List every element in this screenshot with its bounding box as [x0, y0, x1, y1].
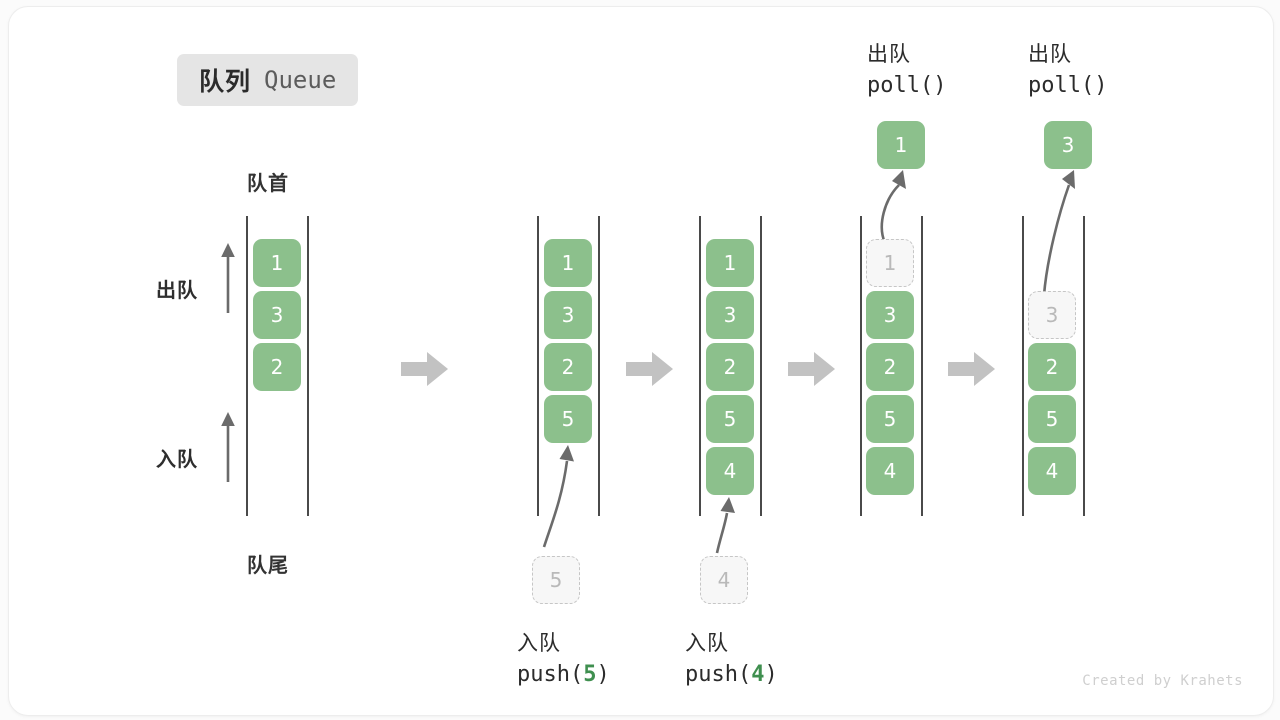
- title-english: Queue: [264, 66, 337, 94]
- ghost-cell: 1: [866, 239, 914, 287]
- title-chinese: 队列: [199, 68, 252, 96]
- push-motion-arrow-4: [715, 497, 735, 554]
- queue-rail-left-1: [246, 216, 248, 516]
- op-label-code: push(4): [685, 662, 778, 687]
- op-label-code: push(5): [517, 662, 610, 687]
- flow-arrow-icon: [401, 352, 448, 386]
- queue-cell: 2: [866, 343, 914, 391]
- diagram-card: 队列 Queue 队首 队尾 出队 入队 1 3 2 1 3 2 5 5 入队 …: [8, 6, 1274, 716]
- op-code-prefix: poll(: [867, 73, 934, 98]
- queue-rail-right-1: [307, 216, 309, 516]
- popped-cell: 1: [877, 121, 925, 169]
- queue-cell: 5: [866, 395, 914, 443]
- op-code-suffix: ): [764, 662, 778, 687]
- queue-cell-new: 4: [706, 447, 754, 495]
- flow-arrow-icon: [948, 352, 995, 386]
- queue-cell: 5: [1028, 395, 1076, 443]
- queue-cell: 1: [544, 239, 592, 287]
- queue-rail-right-3: [760, 216, 762, 516]
- queue-cell: 4: [1028, 447, 1076, 495]
- op-code-prefix: push(: [517, 662, 584, 687]
- op-code-number: 5: [583, 662, 597, 687]
- op-label-cn: 入队: [685, 632, 729, 655]
- enqueue-direction-arrow: [221, 412, 235, 482]
- ghost-cell: 3: [1028, 291, 1076, 339]
- queue-cell: 4: [866, 447, 914, 495]
- queue-rail-right-5: [1083, 216, 1085, 516]
- queue-rail-left-2: [537, 216, 539, 516]
- queue-rail-right-2: [598, 216, 600, 516]
- op-label-cn: 入队: [517, 632, 561, 655]
- queue-cell: 2: [253, 343, 301, 391]
- queue-cell: 3: [706, 291, 754, 339]
- rear-label: 队尾: [247, 555, 289, 577]
- queue-rail-left-5: [1022, 216, 1024, 516]
- queue-cell: 3: [253, 291, 301, 339]
- poll-motion-arrow-1: [880, 170, 906, 244]
- title-badge: 队列 Queue: [177, 54, 359, 106]
- op-code-prefix: poll(: [1028, 73, 1095, 98]
- op-code-prefix: push(: [685, 662, 752, 687]
- queue-cell: 3: [866, 291, 914, 339]
- ghost-cell: 5: [532, 556, 580, 604]
- queue-cell: 3: [544, 291, 592, 339]
- ghost-cell: 4: [700, 556, 748, 604]
- queue-rail-right-4: [921, 216, 923, 516]
- op-label-code: poll(): [1028, 73, 1107, 98]
- front-label: 队首: [247, 173, 289, 195]
- queue-rail-left-3: [699, 216, 701, 516]
- op-code-suffix: ): [1094, 73, 1108, 98]
- push-motion-arrow-5: [542, 445, 574, 548]
- queue-cell: 2: [544, 343, 592, 391]
- op-label-code: poll(): [867, 73, 946, 98]
- op-label-cn: 出队: [867, 43, 911, 66]
- enqueue-side-label: 入队: [156, 449, 198, 471]
- queue-cell-new: 5: [544, 395, 592, 443]
- queue-cell: 1: [706, 239, 754, 287]
- dequeue-direction-arrow: [221, 243, 235, 313]
- credit-label: Created by Krahets: [1082, 673, 1243, 689]
- dequeue-side-label: 出队: [156, 280, 198, 302]
- popped-cell: 3: [1044, 121, 1092, 169]
- flow-arrow-icon: [788, 352, 835, 386]
- queue-cell: 1: [253, 239, 301, 287]
- op-label-cn: 出队: [1028, 43, 1072, 66]
- op-code-number: 4: [751, 662, 765, 687]
- op-code-suffix: ): [596, 662, 610, 687]
- flow-arrow-icon: [626, 352, 673, 386]
- queue-rail-left-4: [860, 216, 862, 516]
- op-code-suffix: ): [933, 73, 947, 98]
- queue-cell: 2: [1028, 343, 1076, 391]
- queue-cell: 2: [706, 343, 754, 391]
- queue-cell: 5: [706, 395, 754, 443]
- poll-motion-arrow-3: [1042, 170, 1075, 296]
